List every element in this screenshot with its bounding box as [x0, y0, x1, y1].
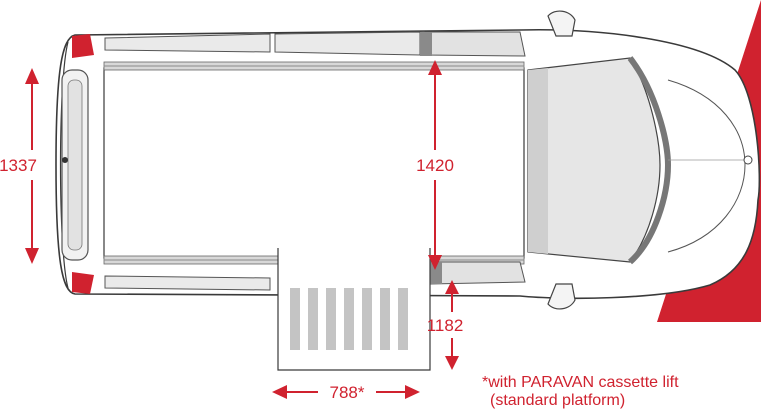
platform-stripe [362, 288, 372, 350]
arrow-head [25, 68, 39, 84]
footnote-line-1: *with PARAVAN cassette lift [482, 374, 679, 391]
platform-stripe [380, 288, 390, 350]
lift-platform [277, 248, 431, 371]
arrow-head [405, 385, 420, 399]
van-body [55, 10, 761, 310]
arrow-head [25, 248, 39, 264]
platform-stripe [326, 288, 336, 350]
platform-stripe [398, 288, 408, 350]
interior-height-dimension-label: 1420 [416, 156, 454, 175]
footnote-line-2: (standard platform) [490, 392, 626, 409]
footnote: *with PARAVAN cassette lift (standard pl… [482, 374, 752, 410]
arrow-head [445, 280, 459, 294]
platform-stripe [290, 288, 300, 350]
platform-stripe [308, 288, 318, 350]
door-clearance-dimension-label: 1182 [427, 316, 464, 335]
arrow-head [272, 385, 287, 399]
arrow-head [428, 60, 442, 75]
arrow-head [445, 356, 459, 370]
dimension-arrows [25, 60, 459, 399]
platform-stripe [344, 288, 354, 350]
arrow-head [428, 255, 442, 270]
platform-width-dimension-label: 788* [330, 383, 365, 402]
height-dimension-label: 1337 [0, 156, 37, 175]
